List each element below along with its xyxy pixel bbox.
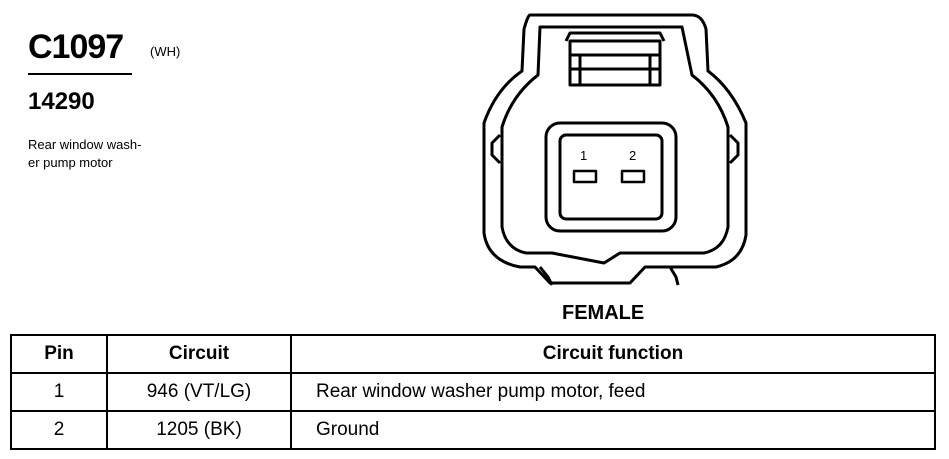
connector-outer-shell [482,13,748,285]
pin-housing [544,121,678,233]
connector-id: C1097 [28,28,124,66]
pin-table-header-row: Pin Circuit Circuit function [10,334,936,374]
pin-column-header: Pin [10,334,108,374]
locking-latch [568,39,662,87]
pin-cell: 2 [10,410,108,450]
connector-inner-outline [500,25,730,265]
description-line-1: Rear window wash- [28,137,142,152]
part-number: 14290 [28,88,95,115]
connector-face-drawing: 1 2 [482,13,748,286]
connector-id-underline [28,73,132,75]
circuit-cell: 946 (VT/LG) [106,372,292,412]
circuit-function-cell: Ground [290,410,936,450]
table-row: 2 1205 (BK) Ground [10,410,936,450]
connector-gender-label: FEMALE [562,302,645,324]
table-row: 1 946 (VT/LG) Rear window washer pump mo… [10,372,936,412]
left-side-tab [490,133,502,165]
circuit-function-cell: Rear window washer pump motor, feed [290,372,936,412]
circuit-column-header: Circuit [106,334,292,374]
right-side-tab [728,133,740,165]
cavity-2 [620,169,646,184]
cavity-1 [572,169,598,184]
color-code: (WH) [150,44,181,59]
circuit-function-column-header: Circuit function [290,334,936,374]
cavity-1-label: 1 [580,148,587,163]
description-line-2: er pump motor [28,155,113,170]
pin-table: Pin Circuit Circuit function 1 946 (VT/L… [10,334,936,450]
pin-cell: 1 [10,372,108,412]
circuit-cell: 1205 (BK) [106,410,292,450]
cavity-2-label: 2 [629,148,636,163]
connector-description: Rear window wash- er pump motor [28,136,198,172]
